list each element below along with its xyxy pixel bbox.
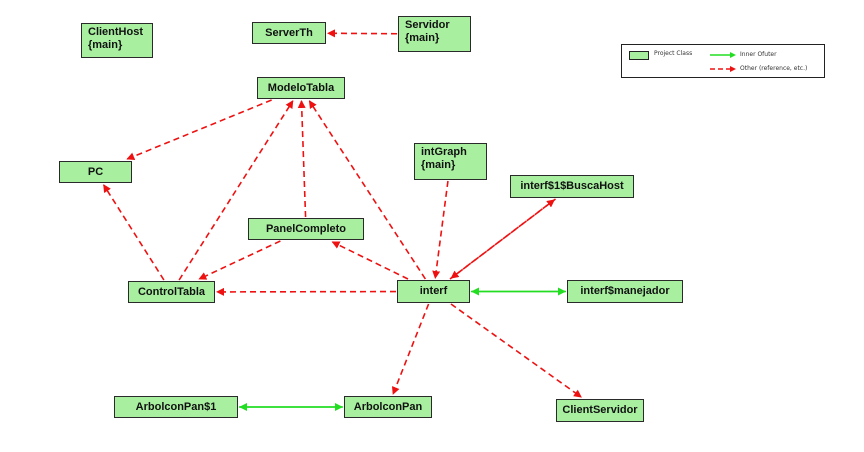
class-label-serverth-line-0: ServerTh [265,26,313,39]
legend-project-class-swatch [629,51,649,60]
class-label-pc-line-0: PC [87,165,104,178]
class-label-interf1buscahost-line-0: interf$1$BuscaHost [520,180,624,192]
edge-panelcompleto-to-modelotabla [297,100,307,218]
edge-interf1buscahost-to-interf [450,198,556,279]
legend-line-samples [710,52,736,72]
edge-interf-to-modelotabla [308,100,427,280]
edge-interf-to-arboliconpan [391,303,430,395]
class-node-serverth[interactable]: ServerTh [252,22,326,44]
class-label-intgraph-line-0: intGraph [421,146,467,158]
class-node-clientservidor[interactable]: ClientServidor [556,399,644,422]
class-node-panelcompleto[interactable]: PanelCompleto [248,218,364,240]
class-label-clienthost-line-1: {main} [88,39,123,51]
class-label-arboliconpan-line-0: ArbolconPan [353,400,423,413]
legend-inner-label: Inner Ofuter [740,51,777,58]
edge-panelcompleto-to-controltabla [198,240,281,280]
class-node-arboliconpan[interactable]: ArbolconPan [344,396,432,418]
class-node-interf[interactable]: interf [397,280,470,303]
legend-inner-arrowhead [730,52,736,58]
edge-controltabla-to-pc [103,184,165,281]
class-label-modelotabla-line-0: ModeloTabla [267,81,335,94]
class-label-servidor-line-0: Servidor [405,19,450,31]
edge-interf-to-clientservidor [450,303,582,398]
class-node-arboliconpan-1[interactable]: ArbolconPan$1 [114,396,238,418]
legend: Project Class Inner Ofuter Other (refere… [621,44,825,78]
class-label-clientservidor-line-0: ClientServidor [562,404,638,416]
class-label-panelcompleto-line-0: PanelCompleto [265,222,347,235]
class-label-servidor-line-1: {main} [405,32,440,44]
class-node-servidor[interactable]: Servidor{main} [398,16,471,52]
edge-intgraph-to-interf [432,180,449,279]
class-node-modelotabla[interactable]: ModeloTabla [257,77,345,99]
legend-other-arrowhead [730,66,736,72]
class-label-clienthost-line-0: ClientHost [88,26,143,38]
class-node-interf-1-buscahost[interactable]: interf$1$BuscaHost [510,175,634,198]
legend-project-class-label: Project Class [654,50,693,57]
class-label-controltabla-line-0: ControlTabla [137,285,205,298]
edge-interf-to-panelcompleto [331,241,409,280]
class-label-intgraph-line-1: {main} [421,159,456,171]
legend-other-label: Other (reference, etc.) [740,65,808,72]
edge-controltabla-to-modelotabla [178,100,294,281]
edge-modelotabla-to-pc [126,99,272,161]
class-label-arboliconpan1-line-0: ArbolconPan$1 [135,400,217,413]
class-node-pc[interactable]: PC [59,161,132,183]
class-node-controltabla[interactable]: ControlTabla [128,281,215,303]
class-node-interf-manejador[interactable]: interf$manejador [567,280,683,303]
class-label-interfmanejador-line-0: interf$manejador [580,285,670,297]
class-node-intgraph[interactable]: intGraph{main} [414,143,487,180]
class-node-clienthost[interactable]: ClientHost{main} [81,23,153,58]
class-label-interf-line-0: interf [419,285,448,297]
